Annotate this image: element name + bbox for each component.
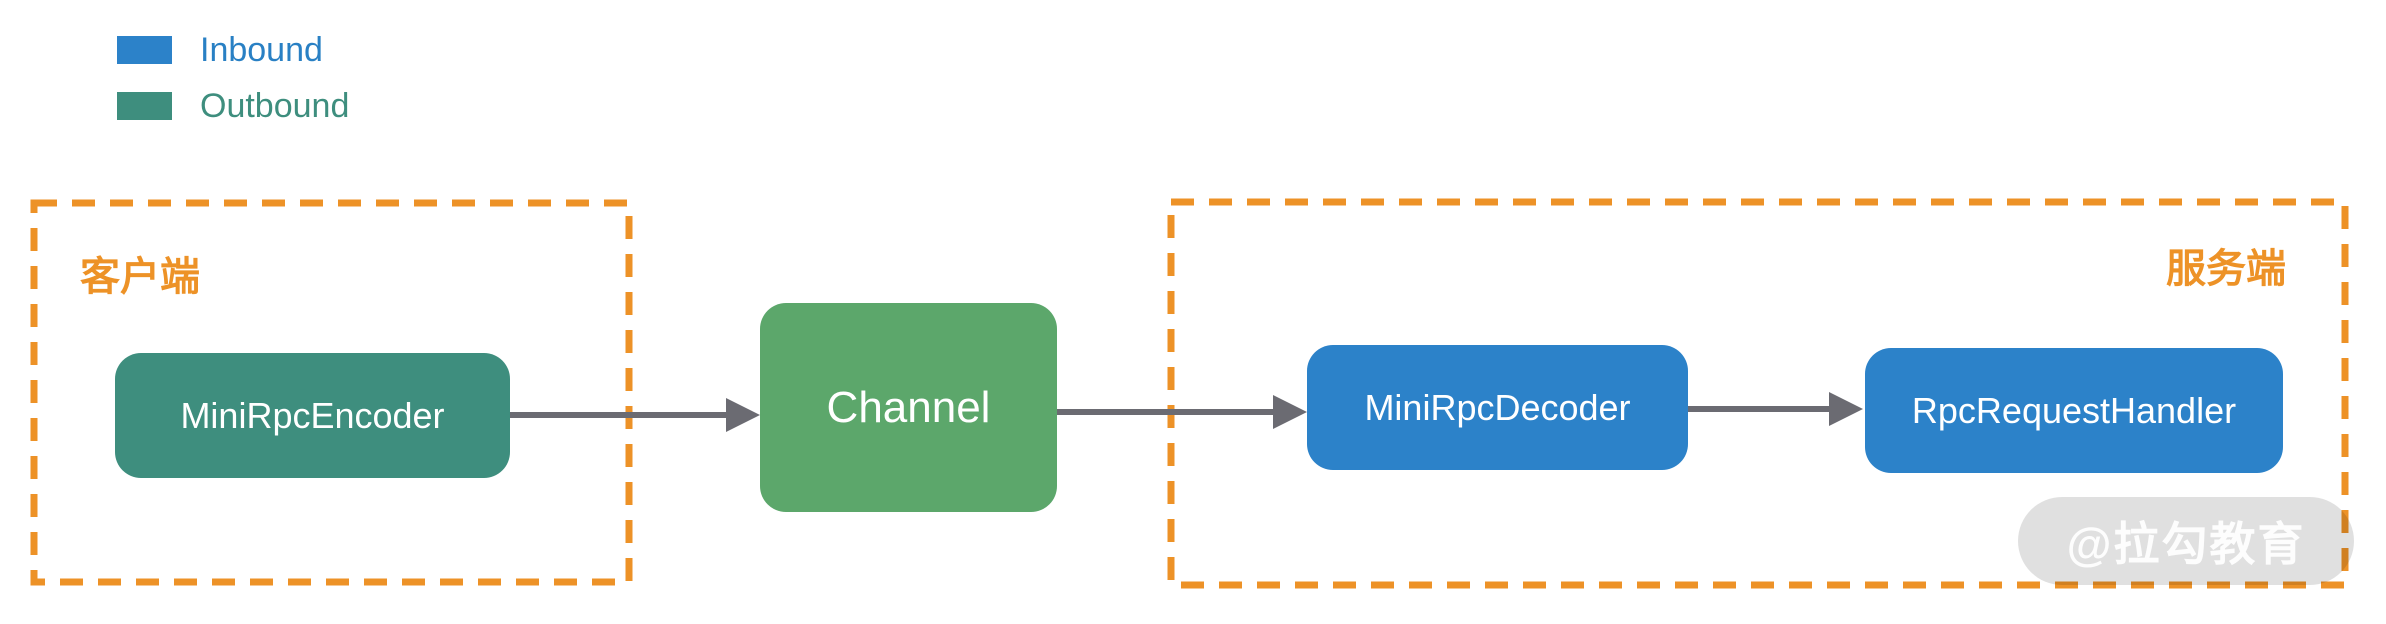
node-mini-rpc-decoder: MiniRpcDecoder: [1307, 345, 1688, 470]
node-label: Channel: [826, 382, 991, 432]
legend-label-outbound: Outbound: [200, 87, 350, 125]
node-channel: Channel: [760, 303, 1057, 512]
arrowhead-right-icon: [726, 398, 760, 432]
legend: Inbound Outbound: [117, 31, 350, 148]
connector-decoder-to-handler: [1688, 392, 1863, 426]
connector-channel-to-decoder: [1057, 395, 1307, 429]
arrowhead-right-icon: [1273, 395, 1307, 429]
legend-item-outbound: Outbound: [117, 87, 350, 125]
client-region-label: 客户端: [80, 255, 200, 299]
watermark-label: @拉勾教育: [2066, 518, 2306, 570]
server-region-border: [1167, 198, 2349, 589]
node-label: MiniRpcDecoder: [1364, 386, 1631, 428]
connector-encoder-to-channel: [510, 398, 760, 432]
client-region-border: [30, 199, 633, 586]
watermark-badge: @拉勾教育: [2018, 497, 2354, 585]
node-label: MiniRpcEncoder: [180, 394, 445, 436]
node-mini-rpc-encoder: MiniRpcEncoder: [115, 353, 510, 478]
inbound-color-swatch: [117, 36, 172, 64]
node-rpc-request-handler: RpcRequestHandler: [1865, 348, 2283, 473]
node-label: RpcRequestHandler: [1911, 389, 2237, 431]
legend-label-inbound: Inbound: [200, 31, 323, 69]
server-region-label: 服务端: [2166, 247, 2286, 291]
outbound-color-swatch: [117, 92, 172, 120]
legend-item-inbound: Inbound: [117, 31, 349, 69]
arrowhead-right-icon: [1829, 392, 1863, 426]
